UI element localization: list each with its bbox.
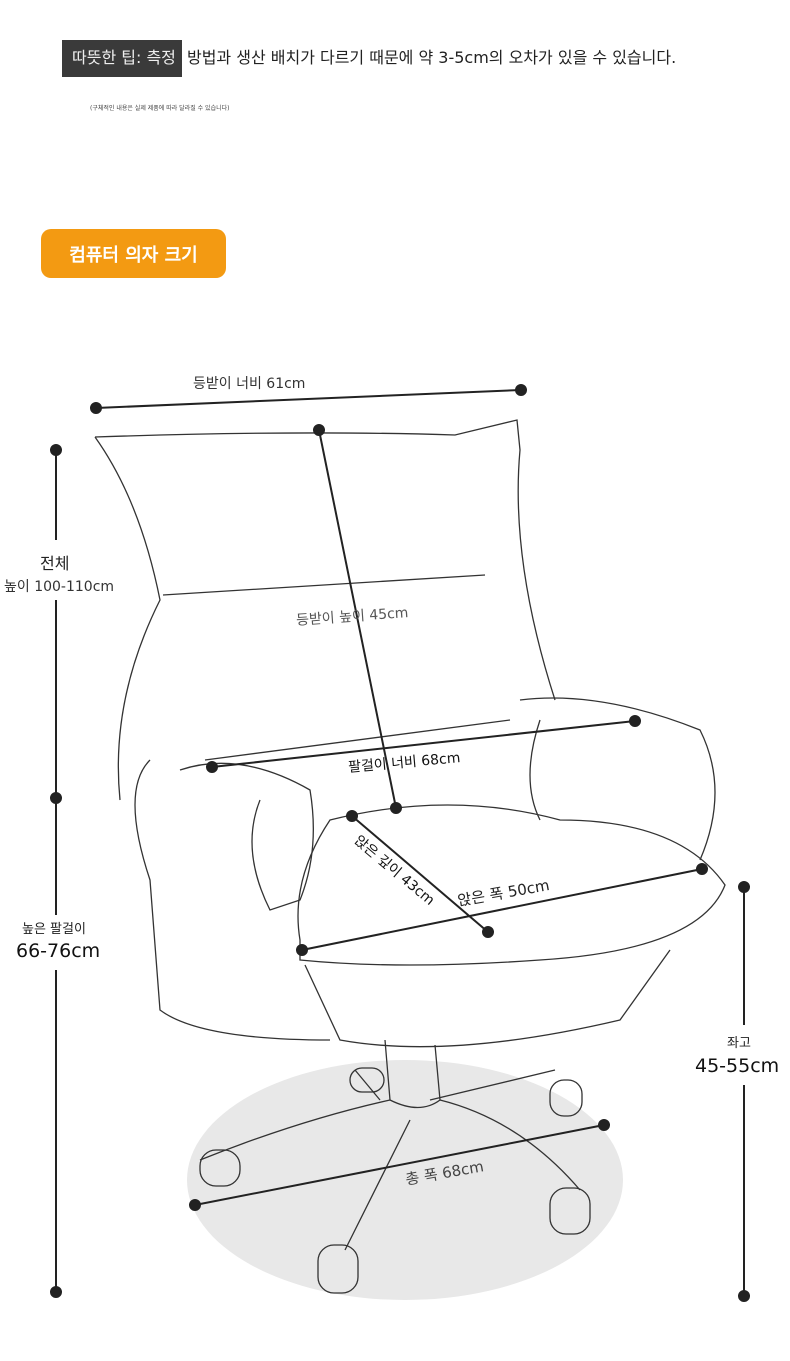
seat-height-title: 좌고 xyxy=(727,1036,751,1051)
armrest-height-value: 66-76cm xyxy=(16,940,101,962)
total-height-value: 높이 100-110cm xyxy=(4,579,115,595)
dimension-lines xyxy=(50,384,750,1302)
left-arm xyxy=(134,759,331,1041)
section-badge: 컴퓨터 의자 크기 xyxy=(41,229,226,278)
seat-height-value: 45-55cm xyxy=(695,1055,780,1077)
disclaimer-note: (구체적인 내용은 실제 제품에 따라 달라질 수 있습니다) xyxy=(90,105,230,112)
tip-rest: 방법과 생산 배치가 다르기 때문에 약 3-5cm의 오차가 있을 수 있습니… xyxy=(181,48,677,67)
floor-shadow xyxy=(187,1060,623,1300)
chair-back xyxy=(94,419,556,801)
seat xyxy=(297,804,726,966)
tip-text: 따뜻한 팁: 측정 방법과 생산 배치가 다르기 때문에 약 3-5cm의 오차… xyxy=(62,40,677,77)
armrest-height-title: 높은 팔걸이 xyxy=(22,922,86,937)
tip-highlight: 따뜻한 팁: 측정 xyxy=(62,40,182,77)
total-height-title: 전체 xyxy=(40,554,70,573)
back-width-label: 등받이 너비 61cm xyxy=(193,376,306,392)
